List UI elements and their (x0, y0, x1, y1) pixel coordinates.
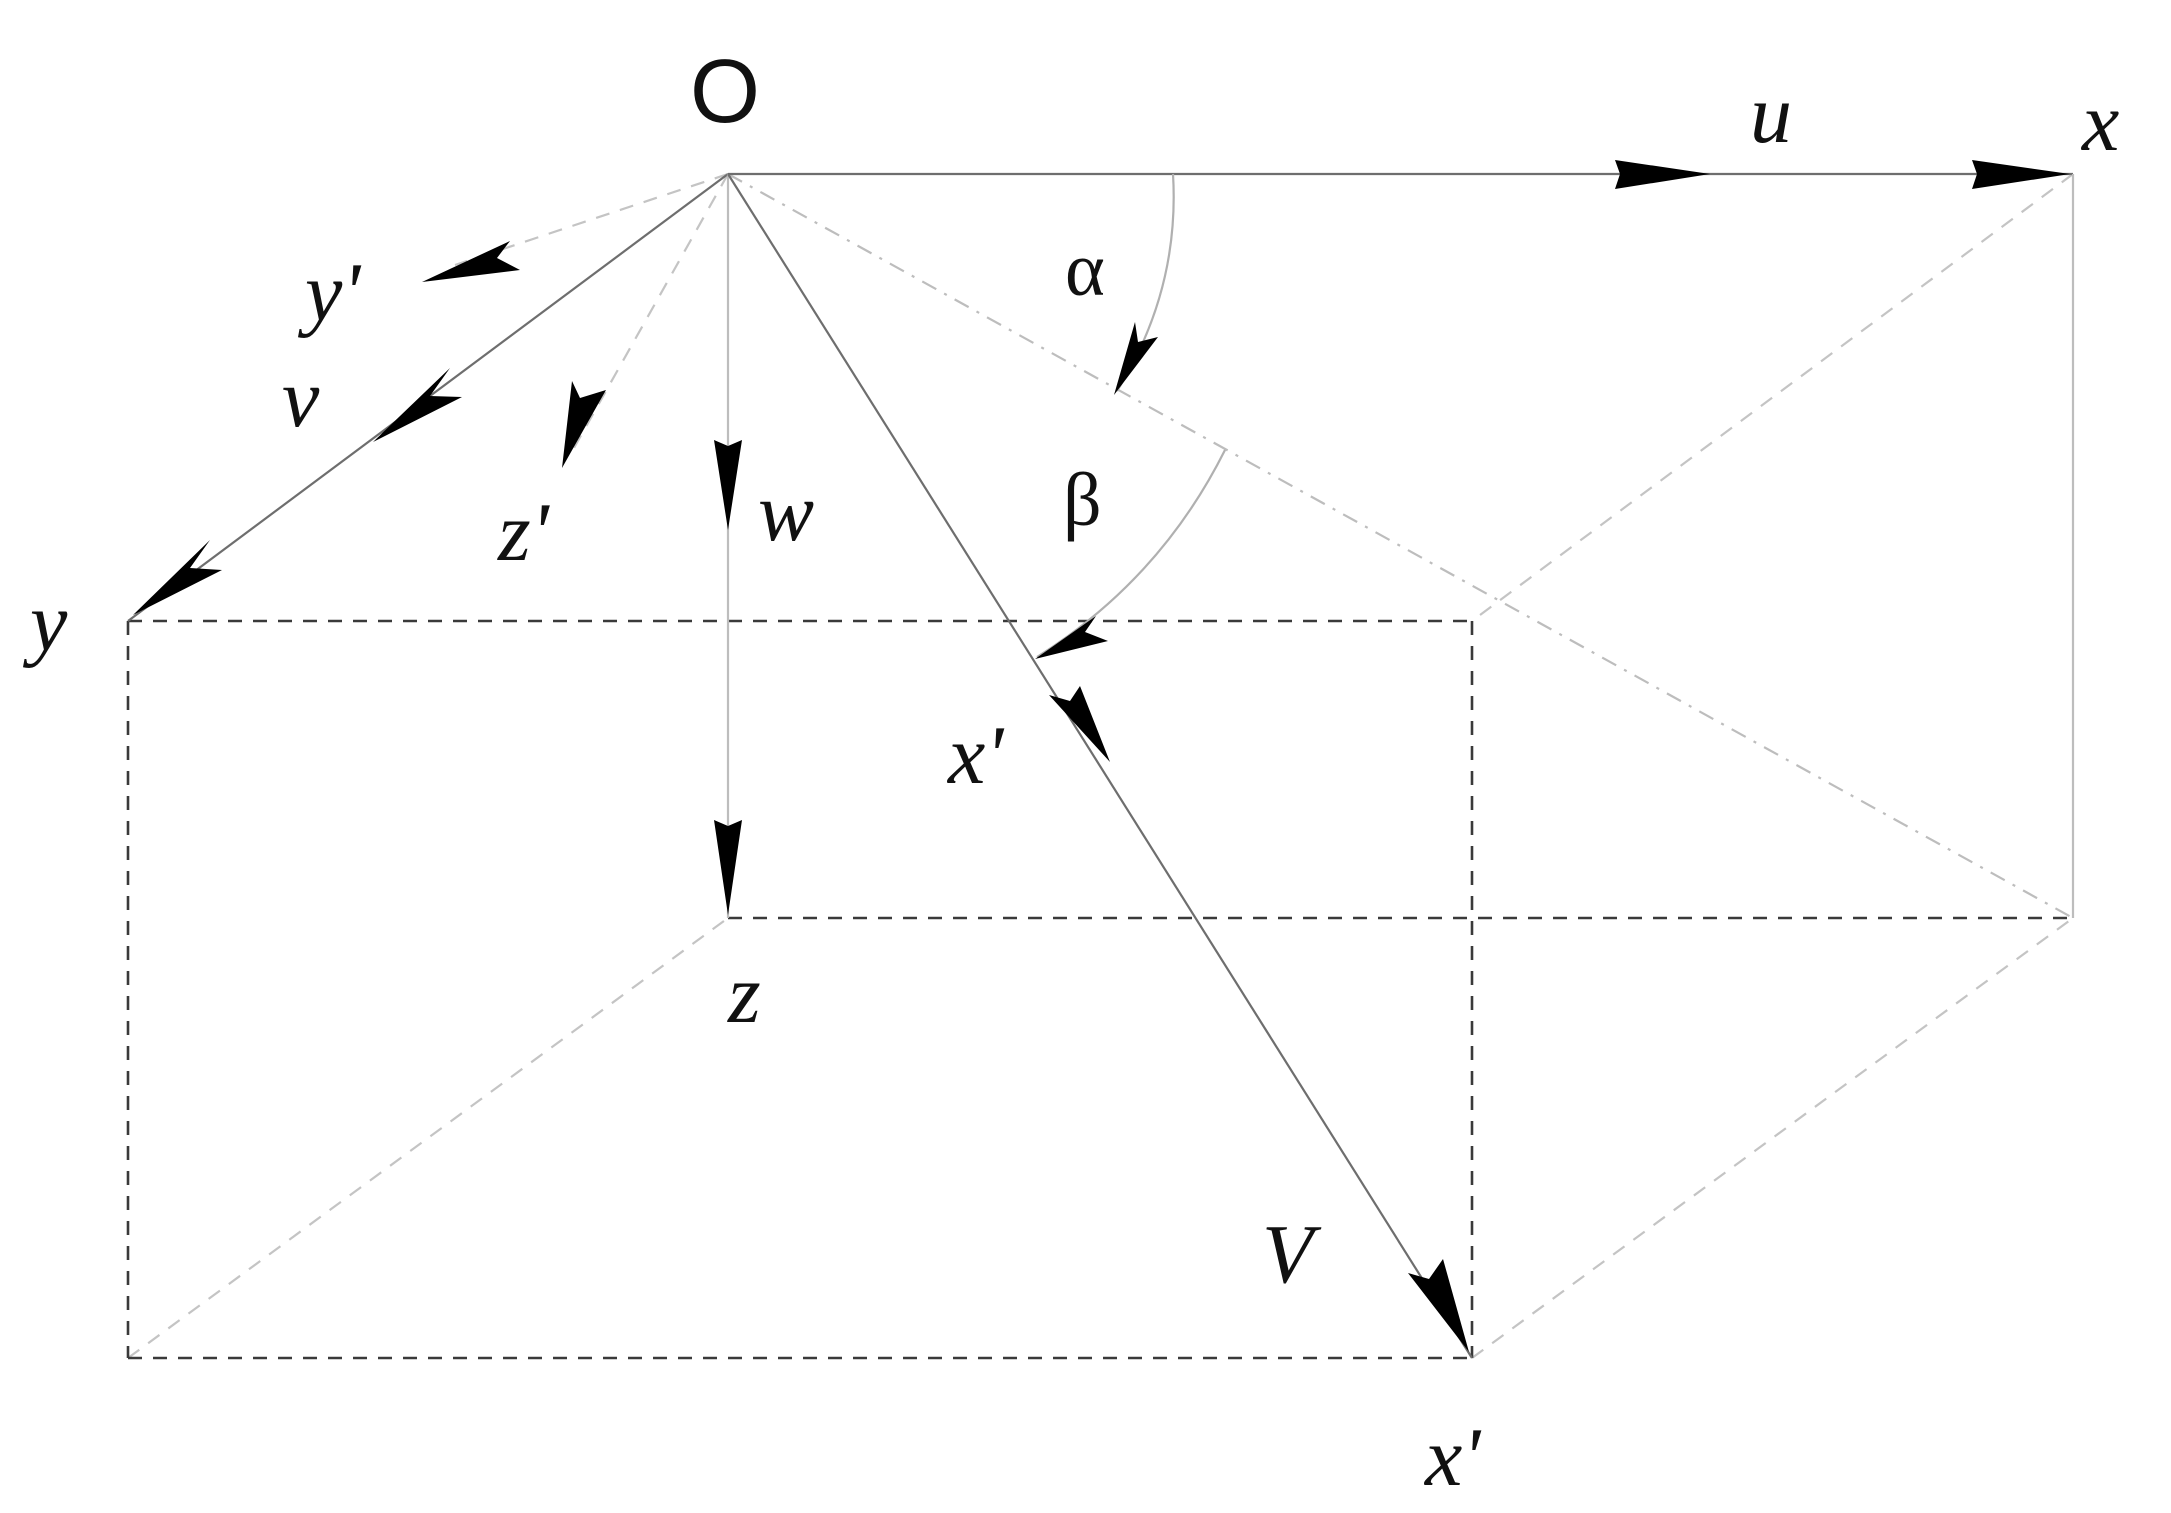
labels: O x u y v y' z' w z x' V x' α β (22, 42, 2119, 1504)
origin-label: O (690, 42, 760, 142)
y-arrowhead (133, 540, 222, 615)
w-arrowhead (714, 440, 742, 530)
x-prime-bottom-label: x' (1423, 1411, 1482, 1504)
dark-box-edges (126, 619, 2073, 1360)
z-axis-label: z (727, 948, 761, 1041)
u-arrowhead (1615, 160, 1710, 189)
w-component-label: w (758, 466, 814, 559)
xprime-inner-arrowhead (1049, 686, 1110, 762)
arrowheads (133, 160, 2070, 1352)
z-arrowhead (714, 820, 742, 915)
z-prime-label: z' (497, 486, 551, 579)
axes (127, 172, 2075, 1359)
velocity-arrowhead (1408, 1259, 1469, 1352)
beta-arrowhead (1035, 616, 1108, 659)
edge-x-to-box-corner (1471, 173, 2074, 622)
alpha-label: α (1065, 228, 1105, 312)
y-axis-label: y (22, 576, 68, 669)
x-arrowhead (1972, 160, 2070, 189)
velocity-vector-line (727, 173, 1473, 1359)
u-component-label: u (1750, 68, 1792, 161)
v-arrowhead (373, 368, 462, 442)
light-box-edges (127, 172, 2074, 1359)
edge-bottom-left-diagonal (127, 917, 729, 1359)
beta-label: β (1063, 458, 1102, 542)
edge-bottom-right-diagonal (1471, 917, 2074, 1359)
v-component-label: v (282, 352, 320, 445)
yprime-arrowhead (422, 241, 520, 282)
alpha-arrowhead (1114, 322, 1158, 395)
velocity-label: V (1262, 1208, 1322, 1301)
y-prime-label: y' (297, 246, 362, 339)
edge-origin-to-far-corner (727, 173, 2074, 919)
zprime-arrowhead (562, 381, 606, 468)
edge-origin-to-zprime (569, 173, 729, 456)
x-axis-label: x (2080, 76, 2119, 169)
x-prime-inner-label: x' (946, 709, 1005, 802)
